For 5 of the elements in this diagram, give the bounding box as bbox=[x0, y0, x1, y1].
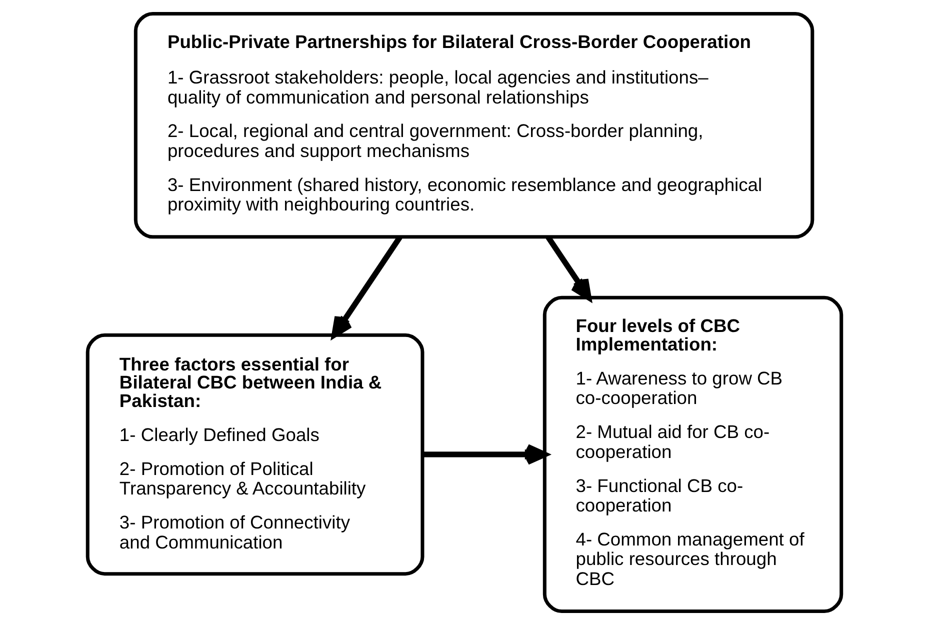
node-box: Four levels of CBC Implementation: 1- Awareness to grow CB co-cooperation 2- Mutual aid for CB co-cooperation 3- Functional CB co-cooperation 4- Common management of public resources through CBC bbox=[542, 296, 844, 614]
arrow bbox=[332, 236, 402, 338]
arrow bbox=[546, 236, 592, 300]
node-box: Public-Private Partnerships for Bilateral Cross-Border Cooperation 1- Grassroot stakeholders: people, local agencies and institutions– quality of communication and personal relationships 2- Local, regional and central government: Cross-border planning, procedures and support mechanisms 3- Environment (shared history, economic resemblance and geographical proximity with neighbouring countries. bbox=[134, 12, 814, 239]
node-box: Three factors essential for Bilateral CBC between India & Pakistan: 1- Clearly Defined Goals 2- Promotion of Political Transparency & Accountability 3- Promotion of Connectivity and Communication bbox=[86, 333, 424, 576]
